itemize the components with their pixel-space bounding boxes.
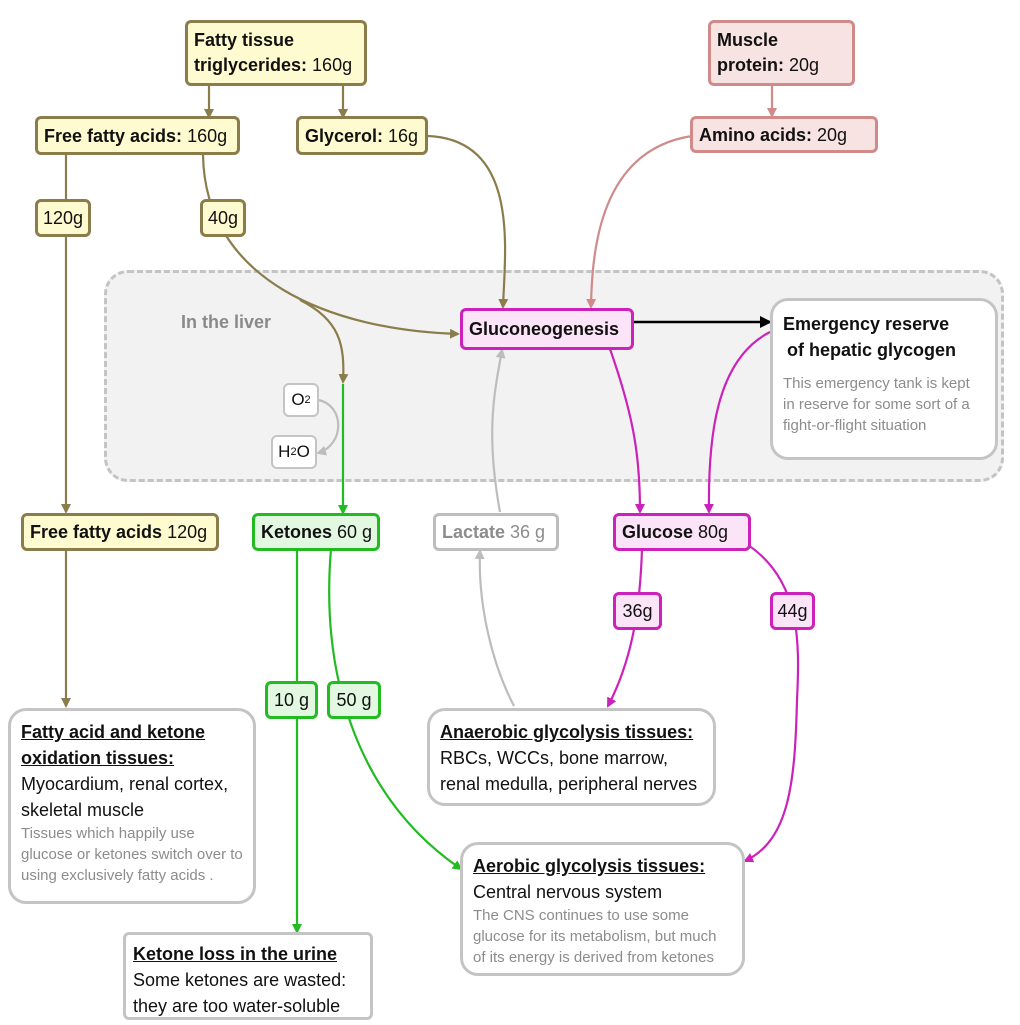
amino-acids-label: Amino acids: <box>699 124 813 145</box>
h2o-post: O <box>296 442 310 461</box>
ketone-urine-body: Some ketones are wasted: they are too wa… <box>133 970 347 1016</box>
glucose-36g-text: 36g <box>622 601 653 621</box>
ketones-10g-text: 10 g <box>273 690 310 710</box>
fatty-acid-oxidation-tissues-box: Fatty acid and ketone oxidation tissues:… <box>8 708 256 904</box>
muscle-protein-amount: 20g <box>789 55 820 75</box>
arrow-reserve-to-glucose <box>703 331 771 514</box>
free-fatty-acids-top-box: Free fatty acids:160g <box>35 116 240 155</box>
emergency-reserve-title-2: of hepatic glycogen <box>787 340 957 360</box>
h2o-pre: H <box>278 442 291 461</box>
ketones-10g-badge: 10 g <box>265 681 318 719</box>
arrow-glucose-36g <box>607 548 644 708</box>
lactate-amount: 36 g <box>510 522 546 542</box>
arrow-ffa-40g-gluco <box>201 154 460 339</box>
ffa-120g-text: 120g <box>42 208 84 228</box>
glucose-label: Glucose <box>622 522 694 542</box>
glucose-44g-badge: 44g <box>770 592 815 630</box>
ketone-urine-loss-box: Ketone loss in the urine Some ketones ar… <box>123 932 373 1020</box>
fatty-acid-tissues-heading-1: Fatty acid and ketone <box>21 722 206 742</box>
arrow-ketones-50g <box>328 548 463 871</box>
ketone-urine-heading: Ketone loss in the urine <box>133 944 338 964</box>
glucose-36g-badge: 36g <box>613 592 662 630</box>
amino-acids-amount: 20g <box>817 124 848 145</box>
o2-main: O <box>291 390 305 409</box>
lactate-label: Lactate <box>442 522 506 542</box>
ketones-50g-badge: 50 g <box>327 681 381 719</box>
ketones-label: Ketones <box>261 522 333 542</box>
glycerol-box: Glycerol:16g <box>296 116 428 155</box>
emergency-reserve-title-1: Emergency reserve <box>783 314 950 334</box>
glycerol-amount: 16g <box>388 125 419 146</box>
ffa-top-label: Free fatty acids: <box>44 125 183 146</box>
glucose-44g-text: 44g <box>777 601 808 621</box>
glycerol-label: Glycerol: <box>305 125 384 146</box>
arrow-anaerobic-to-lactate <box>474 549 515 707</box>
anaerobic-tissues-body: RBCs, WCCs, bone marrow, renal medulla, … <box>440 748 698 794</box>
amino-acids-box: Amino acids:20g <box>690 116 878 153</box>
muscle-protein-label-1: Muscle <box>717 30 779 50</box>
arrow-o2-h2o <box>316 398 340 456</box>
triglycerides-label-1: Fatty tissue <box>194 30 295 50</box>
arrow-amino-to-gluco <box>586 134 693 309</box>
aerobic-tissues-body: Central nervous system <box>473 882 663 902</box>
fatty-acid-tissues-body: Myocardium, renal cortex, skeletal muscl… <box>21 774 229 820</box>
arrow-lactate-to-gluco <box>491 348 506 513</box>
o2-sub: 2 <box>304 394 311 406</box>
ffa-40g-text: 40g <box>207 208 239 228</box>
h2o-sub: 2 <box>290 446 297 458</box>
fatty-acid-tissues-heading-2: oxidation tissues: <box>21 748 175 768</box>
ffa-bottom-amount: 120g <box>167 522 208 542</box>
arrow-glycerol-to-gluco <box>427 134 509 309</box>
triglycerides-label-2: triglycerides: <box>194 55 308 75</box>
ffa-bottom-label: Free fatty acids <box>30 522 163 542</box>
arrow-gluco-to-glucose <box>608 348 645 514</box>
liver-label: In the liver <box>181 312 272 332</box>
ketones-amount: 60 g <box>337 522 373 542</box>
anaerobic-tissues-heading: Anaerobic glycolysis tissues: <box>440 722 694 742</box>
gluconeogenesis-box: Gluconeogenesis <box>460 308 634 350</box>
anaerobic-glycolysis-tissues-box: Anaerobic glycolysis tissues: RBCs, WCCs… <box>427 708 716 806</box>
muscle-protein-label-2: protein: <box>717 55 784 75</box>
ffa-40g-badge: 40g <box>200 199 246 237</box>
ffa-top-amount: 160g <box>187 125 228 146</box>
muscle-protein-box: Muscle protein:20g <box>708 20 855 86</box>
aerobic-glycolysis-tissues-box: Aerobic glycolysis tissues: Central nerv… <box>460 842 745 976</box>
aerobic-tissues-note: The CNS continues to use some glucose fo… <box>473 907 717 966</box>
emergency-reserve-box: Emergency reserve of hepatic glycogen Th… <box>770 298 998 460</box>
ffa-120g-badge: 120g <box>35 199 91 237</box>
aerobic-tissues-heading: Aerobic glycolysis tissues: <box>473 856 706 876</box>
fatty-tissue-triglycerides-box: Fatty tissue triglycerides:160g <box>185 20 367 86</box>
gluconeogenesis-label: Gluconeogenesis <box>469 319 620 339</box>
fatty-acid-tissues-note: Tissues which happily use glucose or ket… <box>21 825 243 884</box>
emergency-reserve-note: This emergency tank is kept in reserve f… <box>783 375 970 434</box>
triglycerides-amount: 160g <box>312 55 353 75</box>
ketones-50g-text: 50 g <box>336 690 372 710</box>
glucose-amount: 80g <box>698 522 729 542</box>
arrow-ffa-to-ketogenesis <box>299 299 349 384</box>
arrow-glucose-44g <box>743 544 800 863</box>
